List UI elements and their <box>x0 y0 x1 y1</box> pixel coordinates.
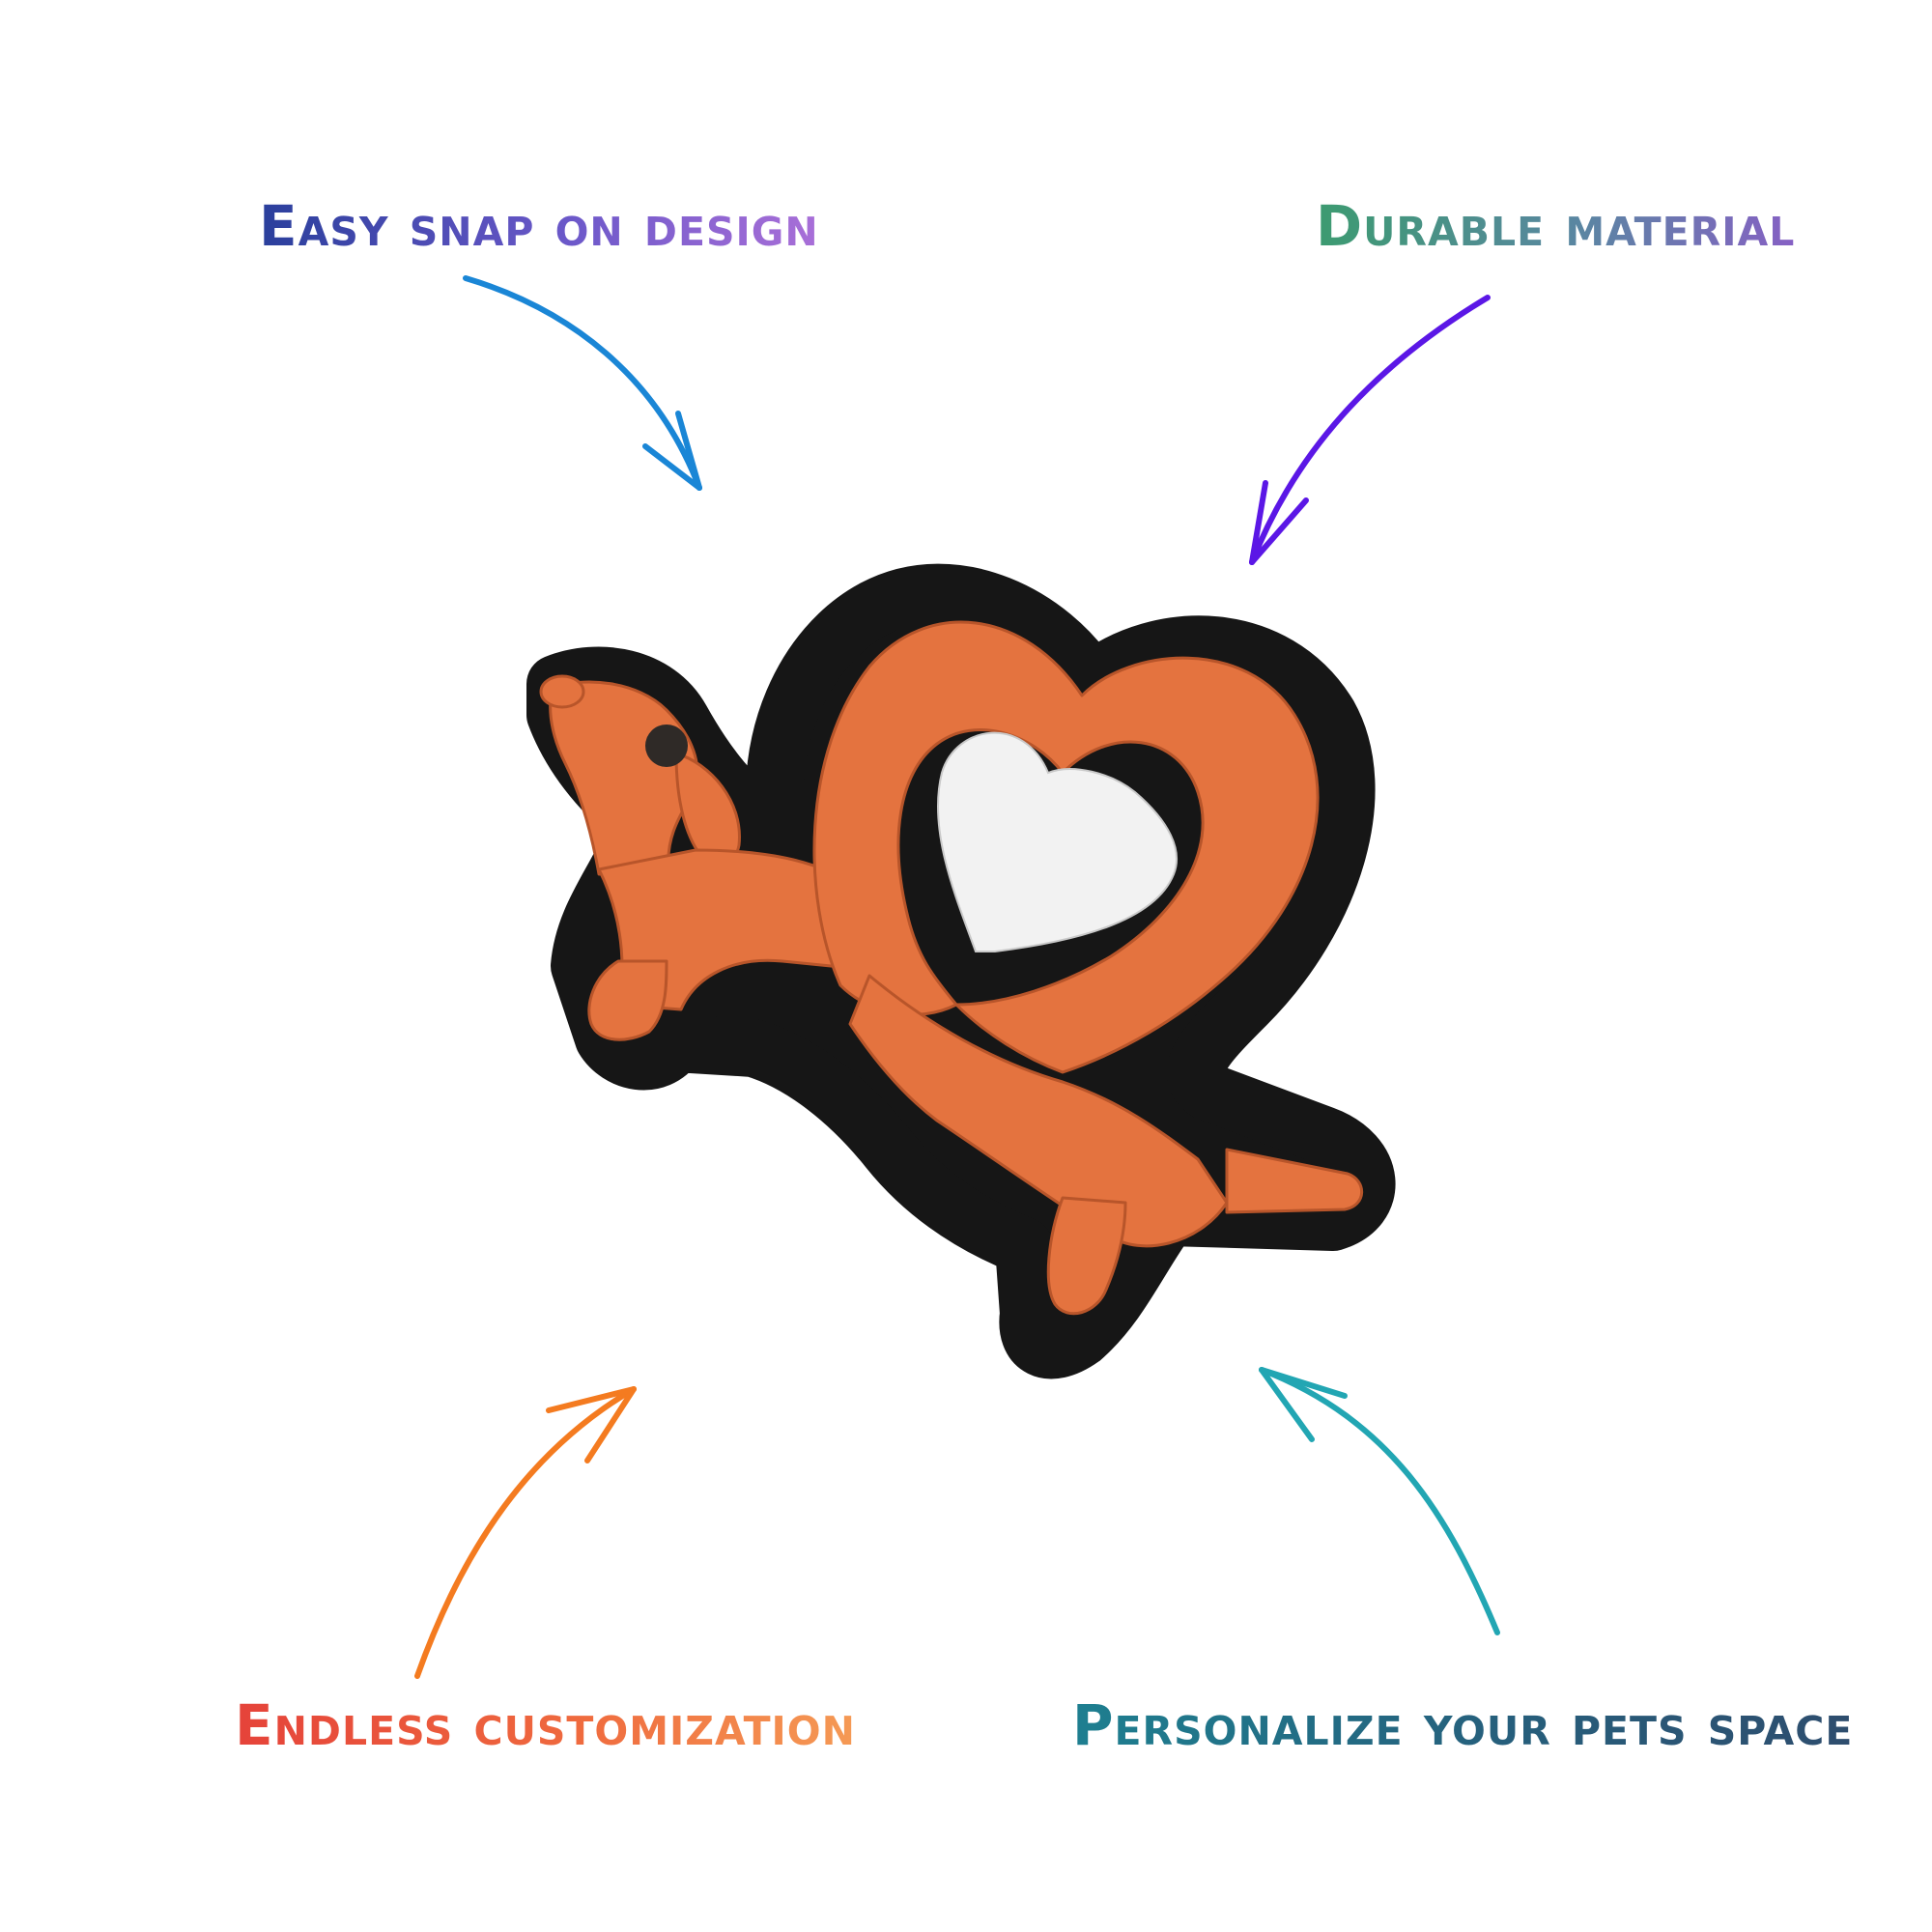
callout-endless-customization: Endless customization <box>235 1692 856 1758</box>
arrow-bottom-left-icon <box>414 1386 637 1679</box>
white-heart-icon <box>936 731 1179 952</box>
callout-durable-material: Durable material <box>1316 193 1796 259</box>
arrow-top-left-icon <box>463 275 702 491</box>
callout-easy-snap-on-design: Easy snap on design <box>259 193 819 259</box>
arrow-top-right-icon <box>1249 295 1491 565</box>
arrow-bottom-right-icon <box>1259 1367 1500 1635</box>
dog-eye-icon <box>645 724 688 767</box>
callout-personalize-your-pets-space: Personalize your pets space <box>1072 1692 1854 1758</box>
dachshund-heart-charm-icon <box>526 563 1396 1379</box>
